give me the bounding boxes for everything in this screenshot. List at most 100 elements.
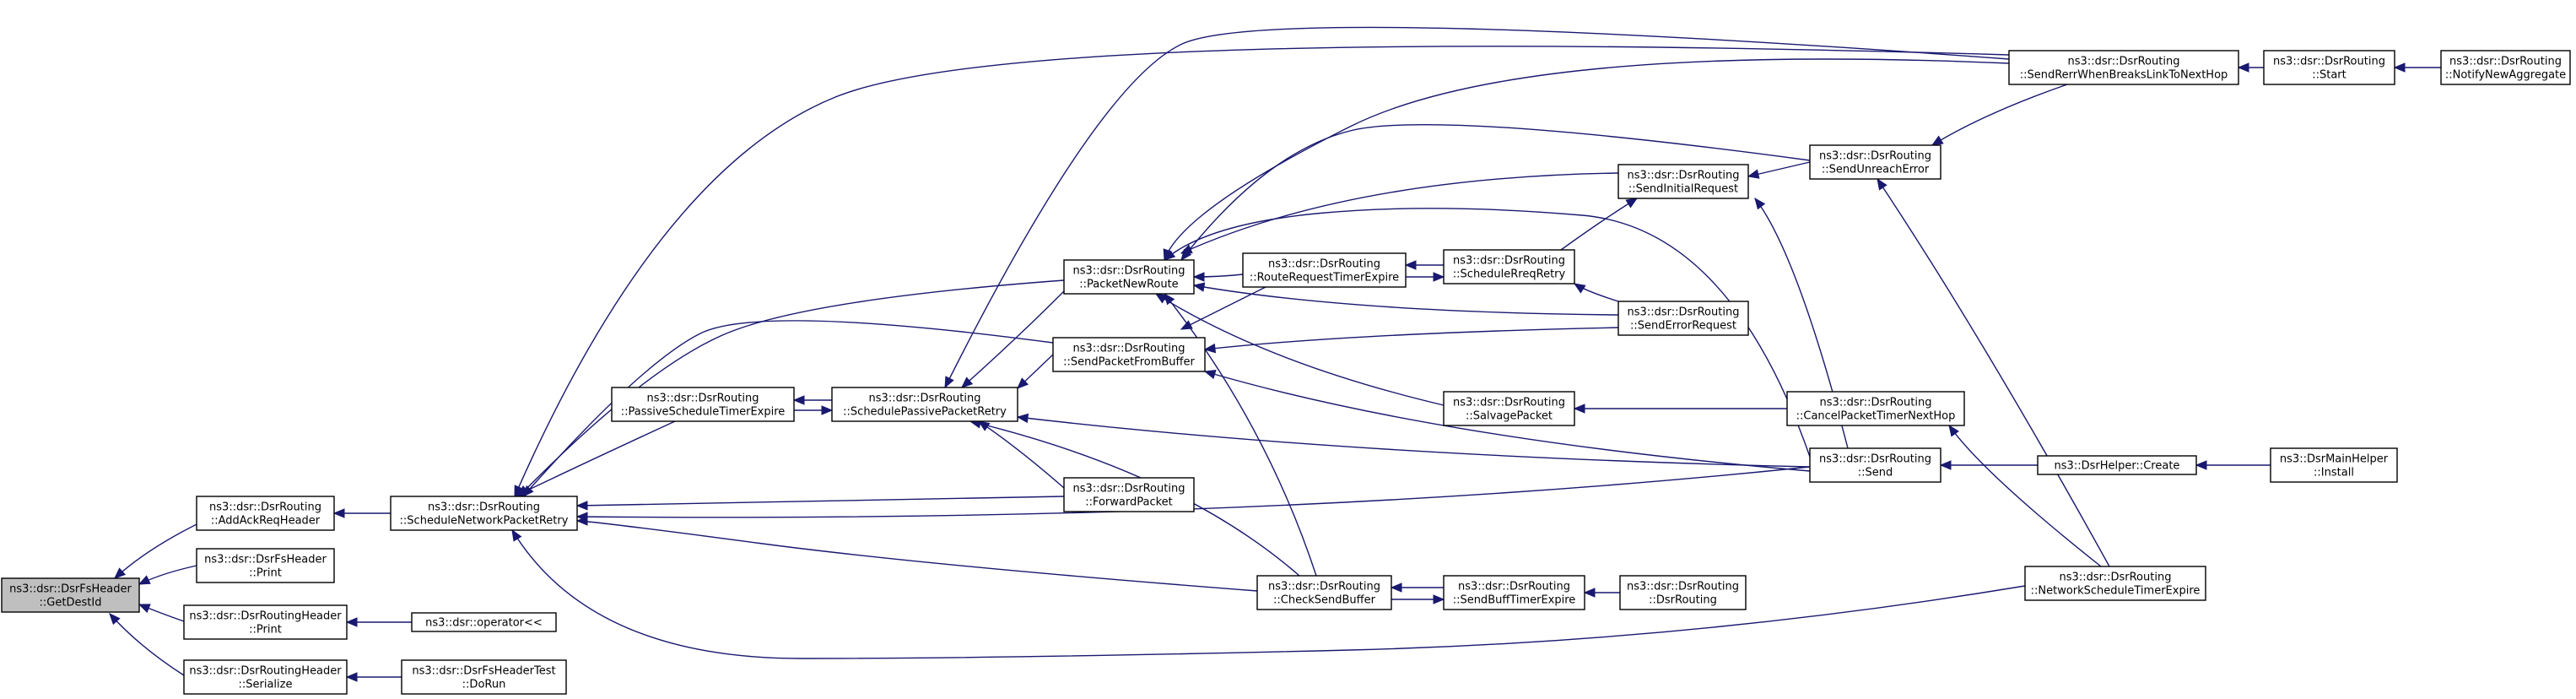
node-addack[interactable]: ns3::dsr::DsrRouting::AddAckReqHeader: [196, 496, 335, 531]
edge-sir-to-srr: [1560, 198, 1639, 251]
edge-sue-to-sir: [1747, 161, 1811, 179]
node-sbte[interactable]: ns3::dsr::DsrRouting::SendBuffTimerExpir…: [1443, 575, 1585, 610]
node-sir[interactable]: ns3::dsr::DsrRouting::SendInitialRequest: [1617, 164, 1749, 199]
node-box[interactable]: [2008, 50, 2239, 85]
node-label: ::SendUnreachError: [1822, 164, 1930, 176]
node-fwd[interactable]: ns3::dsr::DsrRouting::ForwardPacket: [1063, 477, 1195, 512]
arrowhead: [792, 395, 805, 405]
node-box[interactable]: [1809, 447, 1941, 483]
node-box[interactable]: [1617, 164, 1749, 199]
edge-pnr-to-spr: [961, 290, 1065, 388]
edge-line: [1204, 327, 1619, 350]
arrowhead: [1625, 198, 1639, 209]
arrowhead: [138, 604, 151, 614]
edge-line: [1204, 371, 1811, 472]
node-box[interactable]: [1443, 391, 1575, 426]
node-box[interactable]: [1619, 575, 1747, 610]
node-ser[interactable]: ns3::dsr::DsrRouting::SendErrorRequest: [1617, 301, 1749, 336]
edge-rrte-to-spfb: [1180, 286, 1266, 330]
arrowhead: [575, 512, 588, 522]
node-box[interactable]: [831, 387, 1018, 422]
node-salv[interactable]: ns3::dsr::DsrRouting::SalvagePacket: [1443, 391, 1575, 426]
node-rrte[interactable]: ns3::dsr::DsrRouting::RouteRequestTimerE…: [1242, 252, 1407, 288]
node-box[interactable]: [1443, 575, 1585, 610]
node-box[interactable]: [2270, 447, 2398, 483]
node-rhser[interactable]: ns3::dsr::DsrRoutingHeader::Serialize: [183, 659, 348, 695]
node-label: ::CheckSendBuffer: [1273, 594, 1376, 607]
edge-create-to-send: [1939, 460, 2038, 470]
node-box[interactable]: [196, 496, 335, 531]
node-box[interactable]: [1617, 301, 1749, 336]
node-nste[interactable]: ns3::dsr::DsrRouting::NetworkScheduleTim…: [2024, 566, 2206, 601]
node-box[interactable]: [1, 577, 140, 613]
node-oplt[interactable]: ns3::dsr::operator<<: [411, 612, 557, 632]
node-send[interactable]: ns3::dsr::DsrRouting::Send: [1809, 447, 1941, 483]
edge-line: [1931, 84, 2068, 146]
node-box[interactable]: [411, 612, 557, 632]
node-box[interactable]: [401, 659, 567, 695]
nodes-layer: ns3::dsr::DsrFsHeader::GetDestIdns3::dsr…: [1, 50, 2571, 695]
edge-spr-to-pste: [792, 395, 832, 405]
node-nna[interactable]: ns3::dsr::DsrRouting::NotifyNewAggregate: [2440, 50, 2571, 85]
node-box[interactable]: [1443, 249, 1575, 284]
node-sue[interactable]: ns3::dsr::DsrRouting::SendUnreachError: [1809, 144, 1941, 180]
node-box[interactable]: [390, 496, 578, 531]
node-spr[interactable]: ns3::dsr::DsrRouting::SchedulePassivePac…: [831, 387, 1018, 422]
node-box[interactable]: [1063, 477, 1195, 512]
edge-dsrr-to-sbte: [1583, 588, 1621, 598]
node-box[interactable]: [2263, 50, 2395, 85]
node-box[interactable]: [2024, 566, 2206, 601]
edge-line: [1017, 416, 1811, 468]
node-pnr[interactable]: ns3::dsr::DsrRouting::PacketNewRoute: [1063, 259, 1195, 295]
node-box[interactable]: [196, 548, 335, 583]
node-box[interactable]: [1063, 259, 1195, 295]
arrowhead: [2237, 62, 2249, 73]
node-box[interactable]: [183, 604, 348, 640]
node-dsrr[interactable]: ns3::dsr::DsrRouting::DsrRouting: [1619, 575, 1747, 610]
node-label: ns3::dsr::DsrRouting: [1073, 343, 1185, 355]
node-label: ns3::dsr::DsrRouting: [1628, 170, 1740, 182]
edge-line: [1180, 286, 1266, 330]
node-box[interactable]: [1786, 391, 1965, 426]
node-snpr[interactable]: ns3::dsr::DsrRouting::ScheduleNetworkPac…: [390, 496, 578, 531]
node-label: ::SendInitialRequest: [1628, 183, 1738, 196]
edge-line: [1193, 284, 1619, 316]
edge-send-to-snpr: [575, 466, 1811, 522]
edge-snpr-to-addack: [332, 508, 392, 518]
node-label: ns3::dsr::DsrRouting: [1268, 581, 1380, 593]
node-start[interactable]: ns3::dsr::DsrRouting::Start: [2263, 50, 2395, 85]
node-box[interactable]: [611, 387, 795, 422]
node-srr[interactable]: ns3::dsr::DsrRouting::ScheduleRreqRetry: [1443, 249, 1575, 284]
arrowhead: [2195, 460, 2207, 470]
node-pste[interactable]: ns3::dsr::DsrRouting::PassiveScheduleTim…: [611, 387, 795, 422]
node-box[interactable]: [1809, 144, 1941, 180]
node-label: ns3::dsr::DsrFsHeader: [204, 554, 327, 566]
edge-csb-to-sbte: [1391, 594, 1445, 604]
node-cptnh[interactable]: ns3::dsr::DsrRouting::CancelPacketTimerN…: [1786, 391, 1965, 426]
node-box[interactable]: [1256, 575, 1392, 610]
node-box[interactable]: [1052, 337, 1206, 372]
node-install[interactable]: ns3::DsrMainHelper::Install: [2270, 447, 2398, 483]
node-box[interactable]: [2037, 455, 2197, 475]
node-box[interactable]: [1242, 252, 1407, 288]
node-label: ::ScheduleRreqRetry: [1453, 268, 1566, 281]
node-spfb[interactable]: ns3::dsr::DsrRouting::SendPacketFromBuff…: [1052, 337, 1206, 372]
node-dorun[interactable]: ns3::dsr::DsrFsHeaderTest::DoRun: [401, 659, 567, 695]
edge-srwb-to-sue: [1931, 84, 2068, 146]
edge-line: [944, 26, 2010, 388]
node-box[interactable]: [2440, 50, 2571, 85]
node-root[interactable]: ns3::dsr::DsrFsHeader::GetDestId: [1, 577, 140, 613]
node-rhprint[interactable]: ns3::dsr::DsrRoutingHeader::Print: [183, 604, 348, 640]
edge-fsprint-to-root: [138, 565, 197, 585]
node-fsprint[interactable]: ns3::dsr::DsrFsHeader::Print: [196, 548, 335, 583]
edge-install-to-create: [2195, 460, 2271, 470]
node-srwb[interactable]: ns3::dsr::DsrRouting::SendRerrWhenBreaks…: [2008, 50, 2239, 85]
edge-srwb-to-snpr: [514, 46, 2010, 498]
edge-line: [1180, 123, 1811, 261]
node-box[interactable]: [183, 659, 348, 695]
edge-line: [576, 466, 1811, 518]
node-csb[interactable]: ns3::dsr::DsrRouting::CheckSendBuffer: [1256, 575, 1392, 610]
node-label: ::SendRerrWhenBreaksLinkToNextHop: [2020, 69, 2228, 82]
node-create[interactable]: ns3::DsrHelper::Create: [2037, 455, 2197, 475]
